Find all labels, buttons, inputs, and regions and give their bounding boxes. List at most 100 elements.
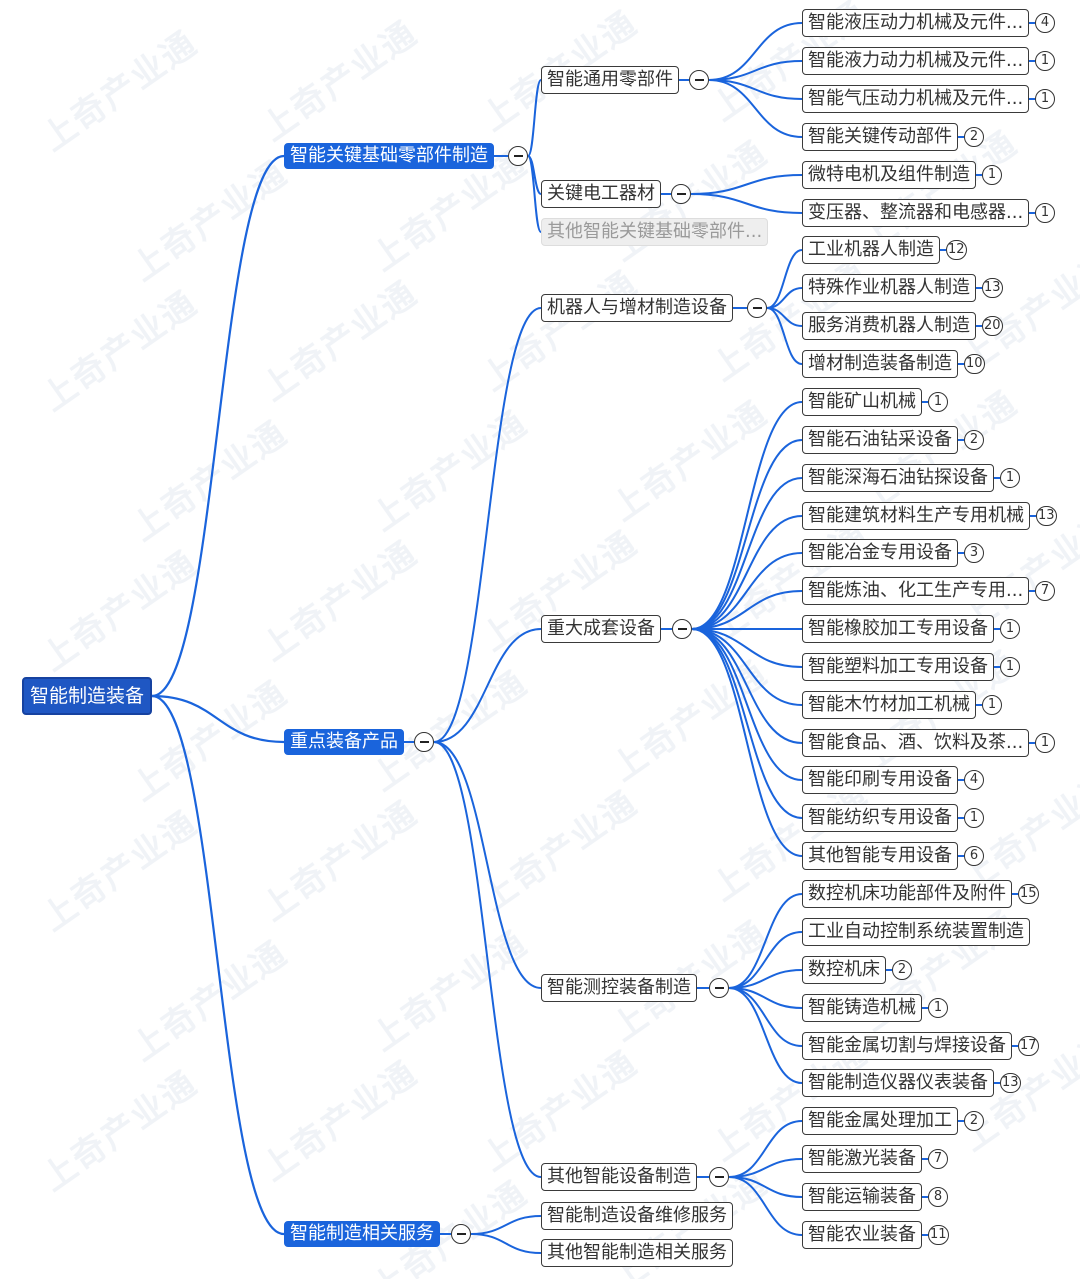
count-badge[interactable]: 2: [964, 1111, 984, 1131]
count-badge[interactable]: 17: [1018, 1036, 1039, 1056]
connector-line: [691, 628, 803, 857]
leaf-node[interactable]: 智能运输装备: [802, 1183, 922, 1211]
leaf-node[interactable]: 智能食品、酒、饮料及茶...: [802, 729, 1030, 757]
leaf-node[interactable]: 智能液力动力机械及元件...: [802, 47, 1030, 75]
leaf-node[interactable]: 智能气压动力机械及元件...: [802, 85, 1030, 113]
count-badge[interactable]: 2: [892, 960, 912, 980]
count-badge[interactable]: 3: [964, 543, 984, 563]
collapse-toggle-icon[interactable]: [672, 619, 692, 639]
count-badge[interactable]: 1: [964, 808, 984, 828]
collapse-toggle-icon[interactable]: [747, 298, 767, 318]
count-badge[interactable]: 13: [982, 278, 1003, 298]
leaf-node[interactable]: 智能农业装备: [802, 1221, 922, 1249]
connector-line: [151, 694, 285, 744]
node-label: 微特电机及组件制造: [808, 164, 970, 185]
leaf-node[interactable]: 变压器、整流器和电感器...: [802, 199, 1030, 227]
leaf-node[interactable]: 智能液压动力机械及元件...: [802, 9, 1030, 37]
category-node[interactable]: 智能关键基础零部件制造: [284, 143, 494, 169]
root-node[interactable]: 智能制造装备: [22, 677, 153, 715]
leaf-node[interactable]: 智能建筑材料生产专用机械: [802, 502, 1030, 530]
collapsed-node[interactable]: 其他智能关键基础零部件...: [541, 218, 769, 246]
count-badge[interactable]: 7: [928, 1149, 948, 1169]
count-badge[interactable]: 1: [1000, 619, 1020, 639]
collapse-toggle-icon[interactable]: [689, 70, 709, 90]
leaf-node[interactable]: 工业自动控制系统装置制造: [802, 918, 1030, 946]
leaf-node[interactable]: 其他智能专用设备: [802, 842, 958, 870]
leaf-node[interactable]: 智能石油钻采设备: [802, 426, 958, 454]
count-badge[interactable]: 1: [1035, 51, 1055, 71]
subcategory-node[interactable]: 智能制造设备维修服务: [541, 1202, 733, 1230]
category-node[interactable]: 重点装备产品: [284, 729, 404, 755]
leaf-node[interactable]: 智能塑料加工专用设备: [802, 653, 994, 681]
collapse-toggle-icon[interactable]: [414, 732, 434, 752]
count-badge[interactable]: 1: [1000, 468, 1020, 488]
subcategory-node[interactable]: 其他智能制造相关服务: [541, 1239, 733, 1267]
leaf-node[interactable]: 智能矿山机械: [802, 388, 922, 416]
leaf-node[interactable]: 工业机器人制造: [802, 236, 940, 264]
subcategory-node[interactable]: 其他智能设备制造: [541, 1163, 697, 1191]
count-badge[interactable]: 1: [928, 998, 948, 1018]
count-badge[interactable]: 1: [982, 695, 1002, 715]
subcategory-node[interactable]: 智能通用零部件: [541, 66, 679, 94]
leaf-node[interactable]: 智能木竹材加工机械: [802, 691, 976, 719]
leaf-node[interactable]: 智能纺织专用设备: [802, 804, 958, 832]
count-badge[interactable]: 11: [928, 1225, 949, 1245]
subcategory-node[interactable]: 重大成套设备: [541, 615, 661, 643]
leaf-node[interactable]: 智能印刷专用设备: [802, 766, 958, 794]
leaf-node[interactable]: 智能关键传动部件: [802, 123, 958, 151]
leaf-node[interactable]: 服务消费机器人制造: [802, 312, 976, 340]
collapse-toggle-icon[interactable]: [451, 1224, 471, 1244]
collapse-toggle-icon[interactable]: [508, 146, 528, 166]
count-badge[interactable]: 13: [1036, 506, 1057, 526]
count-badge[interactable]: 2: [964, 127, 984, 147]
count-badge[interactable]: 1: [982, 165, 1002, 185]
collapse-toggle-icon[interactable]: [671, 184, 691, 204]
leaf-node[interactable]: 微特电机及组件制造: [802, 161, 976, 189]
collapse-toggle-icon[interactable]: [709, 1167, 729, 1187]
count-badge[interactable]: 1: [1035, 733, 1055, 753]
count-badge[interactable]: 10: [964, 354, 985, 374]
leaf-node[interactable]: 智能炼油、化工生产专用...: [802, 577, 1030, 605]
count-badge[interactable]: 13: [1000, 1073, 1021, 1093]
leaf-node[interactable]: 特殊作业机器人制造: [802, 274, 976, 302]
count-badge[interactable]: 1: [1035, 89, 1055, 109]
count-badge[interactable]: 8: [928, 1187, 948, 1207]
leaf-node[interactable]: 智能橡胶加工专用设备: [802, 615, 994, 643]
count-badge[interactable]: 1: [928, 392, 948, 412]
count-badge[interactable]: 1: [1035, 203, 1055, 223]
count-badge[interactable]: 6: [964, 846, 984, 866]
count-badge[interactable]: 4: [964, 770, 984, 790]
subcategory-node[interactable]: 关键电工器材: [541, 180, 661, 208]
leaf-node[interactable]: 智能冶金专用设备: [802, 539, 958, 567]
subcategory-node[interactable]: 智能测控装备制造: [541, 974, 697, 1002]
subcategory-node[interactable]: 机器人与增材制造设备: [541, 294, 733, 322]
leaf-node[interactable]: 智能制造仪器仪表装备: [802, 1069, 994, 1097]
count-badge[interactable]: 7: [1035, 581, 1055, 601]
connector-line: [728, 1158, 803, 1178]
node-label: 智能建筑材料生产专用机械: [808, 505, 1024, 526]
leaf-node[interactable]: 数控机床: [802, 956, 886, 984]
leaf-node[interactable]: 智能激光装备: [802, 1145, 922, 1173]
node-label: 智能制造相关服务: [290, 1223, 434, 1244]
connector-line: [691, 628, 803, 781]
connector-line: [691, 439, 803, 630]
node-label: 其他智能关键基础零部件...: [547, 221, 763, 242]
collapse-toggle-icon[interactable]: [709, 978, 729, 998]
leaf-node[interactable]: 智能深海石油钻探设备: [802, 464, 994, 492]
node-label: 智能炼油、化工生产专用...: [808, 580, 1024, 601]
count-badge[interactable]: 1: [1000, 657, 1020, 677]
connector-line: [691, 628, 803, 706]
leaf-node[interactable]: 智能铸造机械: [802, 994, 922, 1022]
leaf-node[interactable]: 智能金属切割与焊接设备: [802, 1032, 1012, 1060]
connector-line: [527, 79, 542, 157]
leaf-node[interactable]: 数控机床功能部件及附件: [802, 880, 1012, 908]
count-badge[interactable]: 20: [982, 316, 1003, 336]
count-badge[interactable]: 15: [1018, 884, 1039, 904]
category-node[interactable]: 智能制造相关服务: [284, 1221, 440, 1247]
leaf-node[interactable]: 增材制造装备制造: [802, 350, 958, 378]
count-badge[interactable]: 2: [964, 430, 984, 450]
node-label: 智能金属处理加工: [808, 1110, 952, 1131]
count-badge[interactable]: 4: [1035, 13, 1055, 33]
count-badge[interactable]: 12: [946, 240, 967, 260]
leaf-node[interactable]: 智能金属处理加工: [802, 1107, 958, 1135]
